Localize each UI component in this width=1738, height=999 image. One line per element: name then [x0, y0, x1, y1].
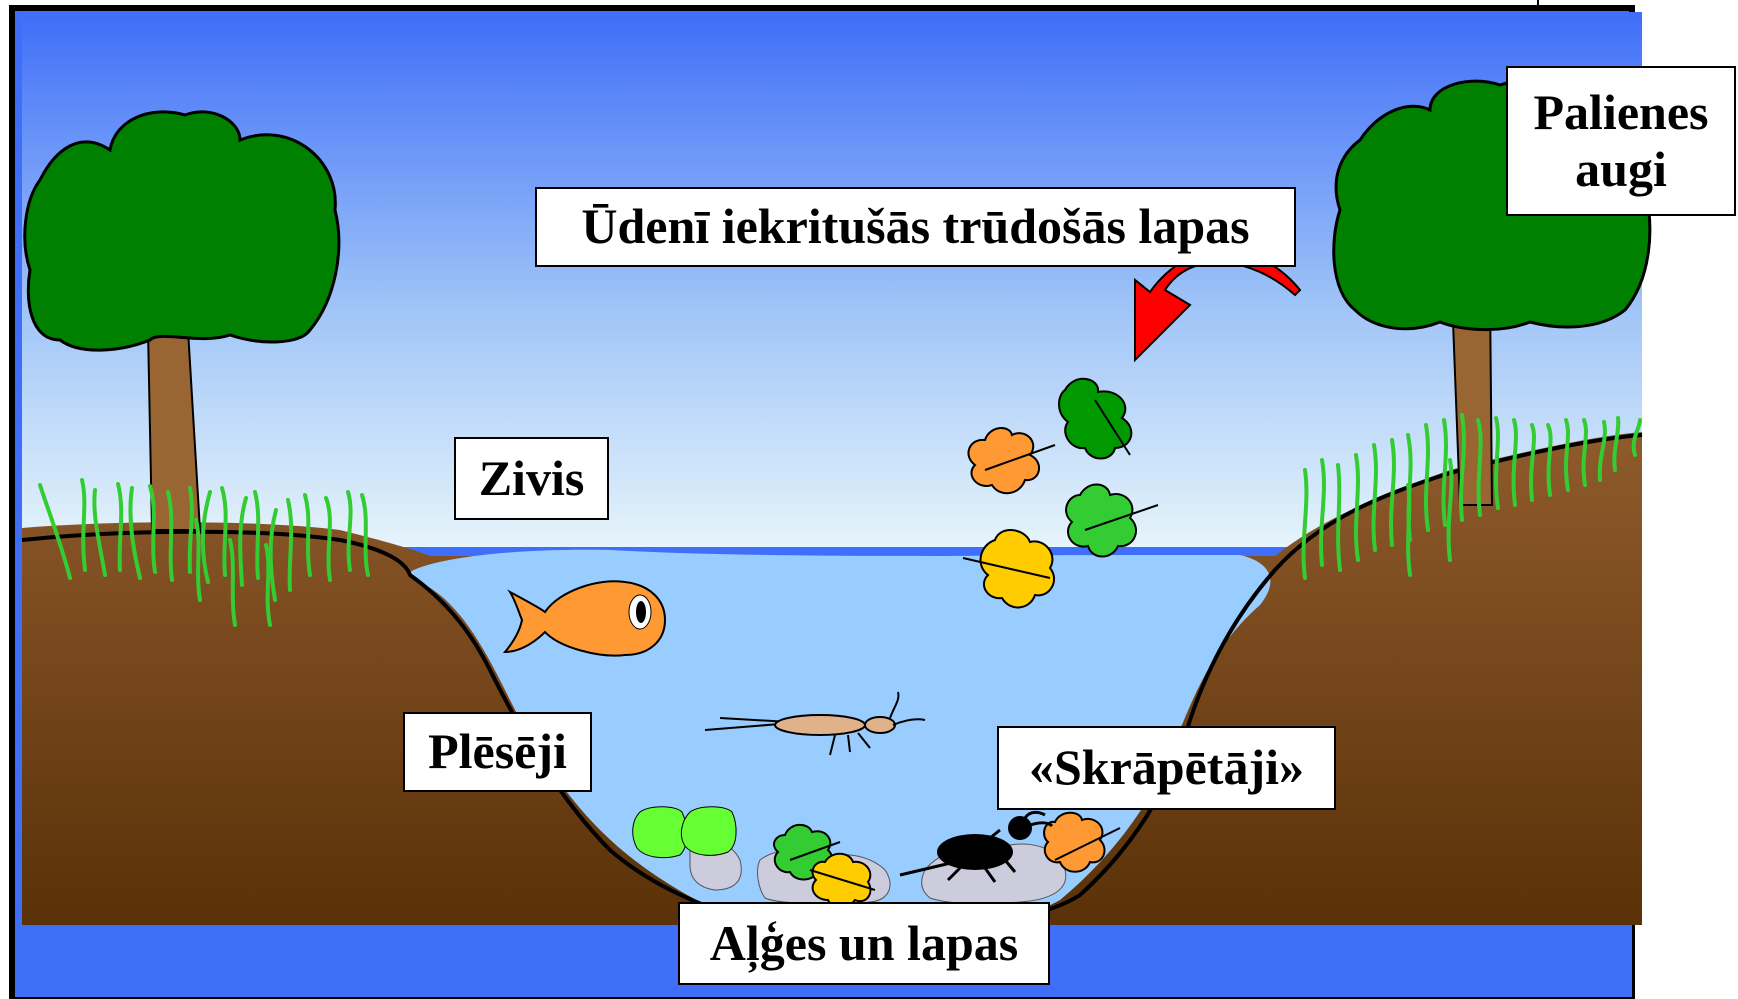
label-fish: Zivis [454, 437, 609, 520]
label-algae-and-leaves: Aļģes un lapas [678, 902, 1050, 985]
label-floodplain-plants: Palienes augi [1506, 66, 1736, 216]
label-predators: Plēsēji [403, 712, 592, 792]
label-floodplain-plants-line1: Palienes [1534, 84, 1709, 142]
label-predators-text: Plēsēji [428, 723, 567, 781]
label-scrapers: «Skrāpētāji» [997, 726, 1336, 810]
label-algae-and-leaves-text: Aļģes un lapas [710, 915, 1018, 973]
label-scrapers-text: «Skrāpētāji» [1029, 739, 1304, 797]
label-floodplain-plants-line2: augi [1575, 141, 1667, 199]
label-fallen-leaves: Ūdenī iekritušās trūdošās lapas [535, 187, 1296, 267]
label-fallen-leaves-text: Ūdenī iekritušās trūdošās lapas [581, 198, 1249, 256]
label-fish-text: Zivis [479, 450, 585, 508]
